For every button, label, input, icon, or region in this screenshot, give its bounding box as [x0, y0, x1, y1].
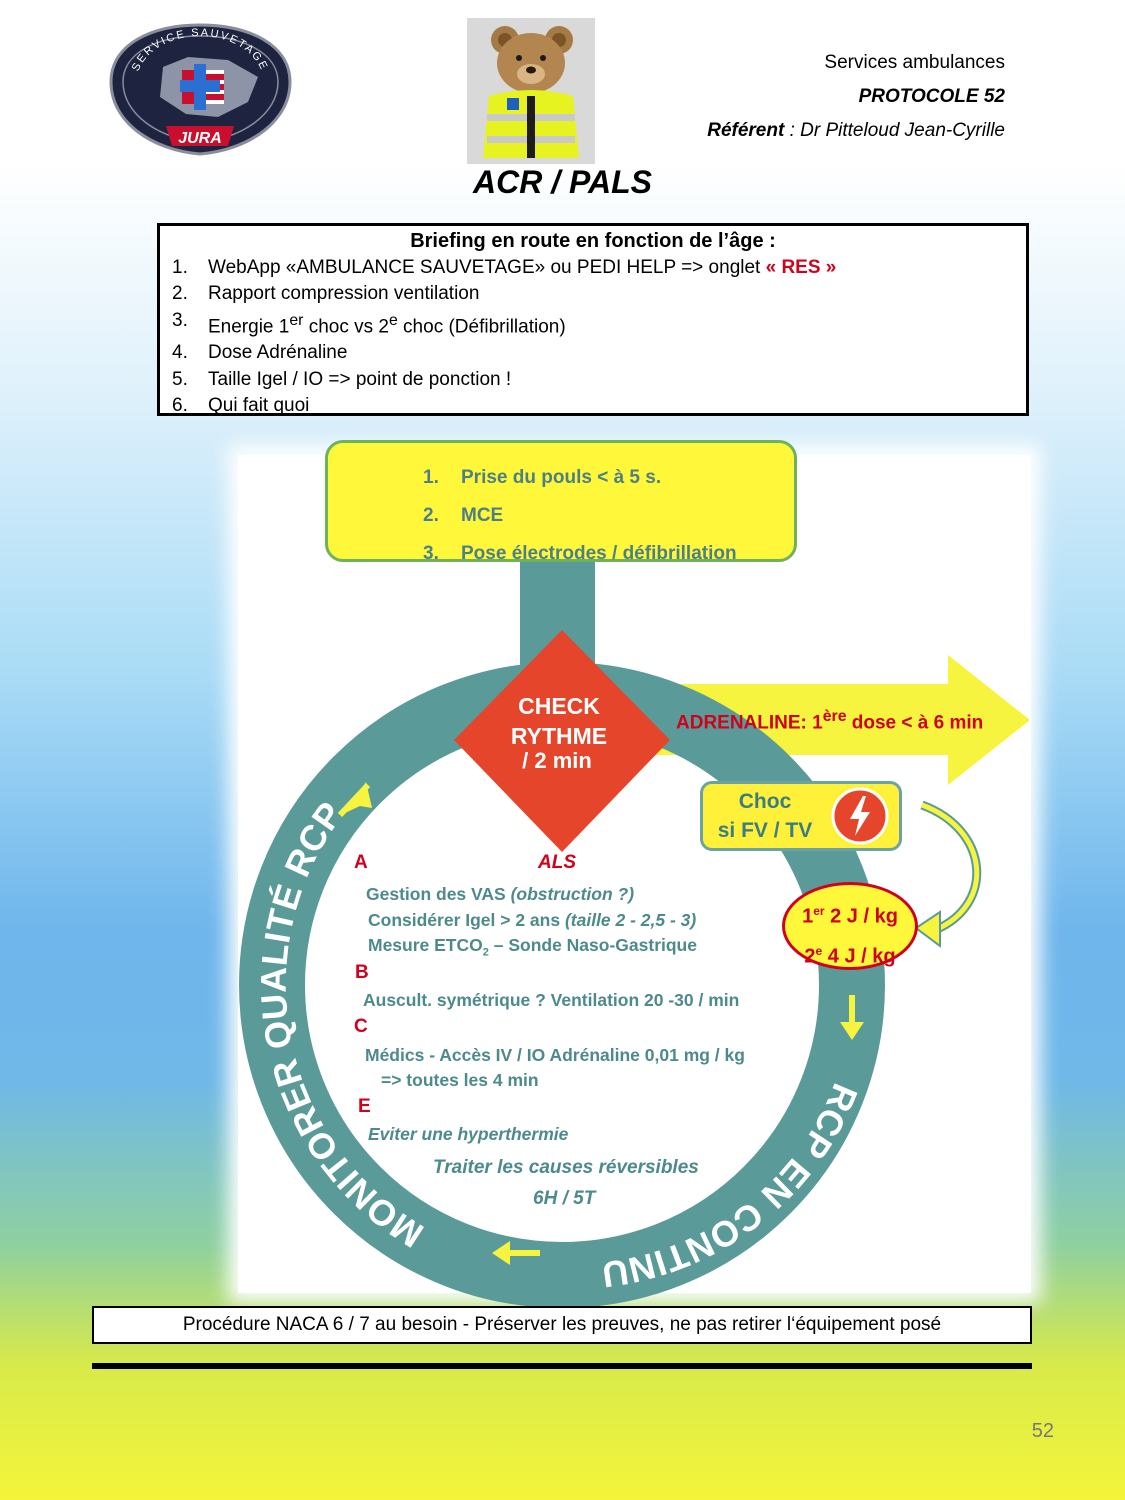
lightning-icon [831, 787, 889, 845]
referent-label: Référent [707, 120, 785, 141]
footer-note: Procédure NACA 6 / 7 au besoin - Préserv… [92, 1306, 1032, 1344]
briefing-item: 3.Energie 1er choc vs 2e choc (Défibrill… [172, 309, 566, 337]
briefing-item: 4.Dose Adrénaline [172, 342, 348, 364]
dose-first: 1er 2 J / kg [802, 904, 898, 928]
referent: Référent : Dr Pitteloud Jean-Cyrille [707, 114, 1005, 148]
logo-bottom-text: JURA [178, 130, 222, 147]
briefing-item: 5.Taille Igel / IO => point de ponction … [172, 368, 512, 390]
briefing-heading: Briefing en route en fonction de l’âge : [410, 230, 776, 252]
als-letter-b: B [355, 962, 369, 983]
als-letter-a: A [354, 852, 368, 873]
step-item: 1.Prise du pouls < à 5 s. [423, 467, 662, 488]
page-title: ACR / PALS [473, 164, 652, 200]
als-e1: Eviter une hyperthermie [368, 1124, 569, 1144]
adrenaline-label: ADRENALINE: 1ère dose < à 6 min [676, 708, 984, 734]
page-number: 52 [1031, 1420, 1054, 1442]
als-a1: Gestion des VAS (obstruction ?) [366, 884, 635, 904]
teddy-bear-image [467, 18, 595, 164]
als-letter-e: E [358, 1096, 371, 1117]
briefing-list: 1.WebApp «AMBULANCE SAUVETAGE» ou PEDI H… [160, 255, 1026, 419]
service-logo: JURA SERVICE SAUVETAGE [108, 22, 293, 157]
briefing-item: 6.Qui fait quoi [172, 394, 310, 416]
step-item: 2.MCE [423, 505, 504, 526]
initial-steps-box: 1.Prise du pouls < à 5 s. 2.MCE 3.Pose é… [325, 440, 797, 564]
als-b1: Auscult. symétrique ? Ventilation 20 -30… [363, 990, 740, 1010]
res-tab-highlight: « RES » [765, 257, 837, 278]
briefing-box: Briefing en route en fonction de l’âge :… [157, 223, 1029, 416]
shock-text: Choc si FV / TV [717, 790, 813, 842]
protocol-number: PROTOCOLE 52 [858, 86, 1005, 107]
referent-value: : Dr Pitteloud Jean-Cyrille [784, 120, 1005, 141]
briefing-item: 2.Rapport compression ventilation [172, 283, 480, 305]
als-c1: Médics - Accès IV / IO Adrénaline 0,01 m… [365, 1045, 745, 1065]
shock-dose-badge: 1er 2 J / kg 2e 4 J / kg [782, 882, 918, 970]
initial-steps-list: 1.Prise du pouls < à 5 s. 2.MCE 3.Pose é… [423, 459, 737, 573]
dose-second: 2e 4 J / kg [804, 943, 896, 968]
causes-line1: Traiter les causes réversibles [433, 1157, 699, 1178]
als-heading: ALS [538, 852, 576, 873]
als-a3: Mesure ETCO2 – Sonde Naso-Gastrique [368, 935, 697, 959]
als-c2: => toutes les 4 min [381, 1070, 539, 1090]
service-name: Services ambulances [824, 52, 1005, 73]
briefing-item: 1.WebApp «AMBULANCE SAUVETAGE» ou PEDI H… [172, 257, 837, 278]
als-a2: Considérer Igel > 2 ans (taille 2 - 2,5 … [368, 910, 697, 930]
causes-line2: 6H / 5T [533, 1188, 596, 1209]
step-item: 3.Pose électrodes / défibrillation [423, 543, 737, 564]
divider [92, 1363, 1032, 1369]
als-letter-c: C [354, 1016, 368, 1037]
header-info: Services ambulances PROTOCOLE 52 Référen… [707, 46, 1005, 148]
